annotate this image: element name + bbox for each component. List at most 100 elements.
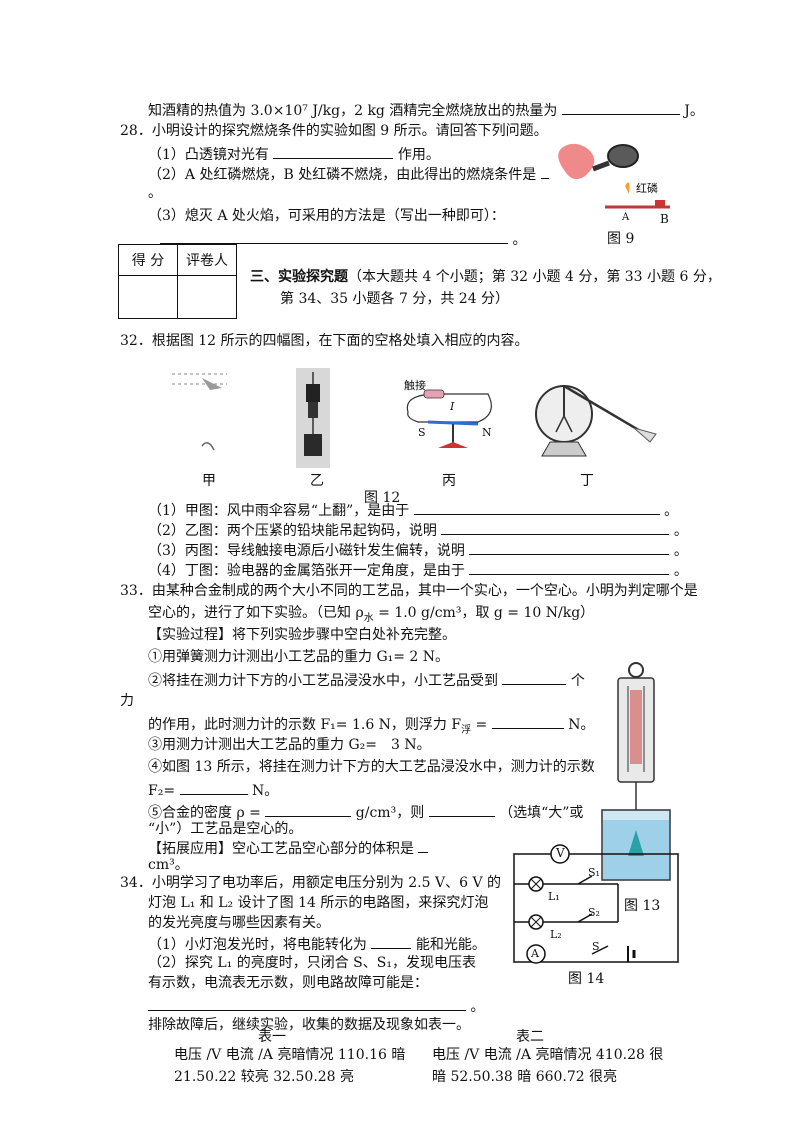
table-2-row-1: 电压 /V 电流 /A 亮暗情况 410.28 很 bbox=[432, 1047, 664, 1063]
battery-icon bbox=[423, 389, 445, 399]
figure-12-caption: 图 12 bbox=[364, 490, 401, 506]
section-3-title: 三、实验探究题 bbox=[250, 269, 348, 285]
figure-9-caption: 图 9 bbox=[607, 231, 635, 247]
hook-ring-icon bbox=[628, 662, 644, 678]
figure-14-caption: 图 14 bbox=[568, 971, 605, 987]
answer-blank[interactable] bbox=[371, 934, 412, 949]
answer-blank[interactable] bbox=[491, 714, 564, 729]
label-bing: 丙 bbox=[442, 473, 456, 489]
switch-s2-icon bbox=[577, 913, 593, 923]
q33-known-text-2: = 1.0 g/cm³，取 g = 10 N/kg） bbox=[373, 605, 595, 621]
section-3-description-2: 第 34、35 小题各 7 分，共 24 分） bbox=[280, 291, 510, 307]
compass-base bbox=[438, 442, 468, 448]
ammeter-label: A bbox=[531, 947, 539, 960]
bulb-l2-label: L₂ bbox=[550, 928, 562, 941]
q28-part2-text: （2）A 处红磷燃烧，B 处红磷不燃烧，由此得出的燃烧条件是 bbox=[148, 167, 537, 183]
section-3-description: （本大题共 4 个小题；第 32 小题 4 分，第 33 小题 6 分， bbox=[348, 269, 721, 285]
answer-blank[interactable] bbox=[441, 520, 670, 535]
q32-part2-text: （2）乙图：两个压紧的铅块能吊起钩码，说明 bbox=[148, 523, 437, 539]
equals-sign: = bbox=[471, 717, 488, 733]
voltmeter-icon bbox=[550, 844, 570, 864]
experiment-process-heading: 【实验过程】将下列实验步骤中空白处补充完整。 bbox=[148, 627, 456, 643]
step-4: ④如图 13 所示，将挂在测力计下方的大工艺品浸没水中，测力计的示数 bbox=[148, 759, 595, 775]
q32-part3-text: （3）丙图：导线触接电源后小磁针发生偏转，说明 bbox=[148, 543, 465, 559]
red-phosphorus-b bbox=[655, 200, 665, 206]
answer-blank[interactable] bbox=[273, 144, 394, 159]
density-unit: g/cm³，则 bbox=[355, 805, 425, 821]
answer-blank[interactable] bbox=[540, 164, 549, 179]
q28-part3-tail: 。 bbox=[512, 232, 527, 248]
step-2-text: ②将挂在测力计下方的小工艺品浸没水中，小工艺品受到 bbox=[148, 673, 498, 689]
extension-question: 【拓展应用】空心工艺品空心部分的体积是 bbox=[148, 838, 429, 858]
extension-text: 【拓展应用】空心工艺品空心部分的体积是 bbox=[148, 841, 414, 857]
heat-value-text: 知酒精的热值为 3.0×10⁷ J/kg，2 kg 酒精完全燃烧放出的热量为 bbox=[148, 103, 558, 119]
answer-blank[interactable] bbox=[265, 802, 352, 817]
step-1: ①用弹簧测力计测出小工艺品的重力 G₁= 2 N。 bbox=[148, 649, 450, 665]
choice-hint: （选填“大”或 bbox=[499, 805, 584, 821]
step-4-line-2: F₂= N。 bbox=[148, 780, 278, 800]
question-32: 32．根据图 12 所示的四幅图，在下面的空格处填入相应的内容。 bbox=[120, 333, 529, 349]
q32-part3-tail: 。 bbox=[673, 543, 688, 559]
score-cell[interactable] bbox=[118, 275, 178, 319]
figure-yi-lead-blocks bbox=[296, 368, 330, 468]
wire-loop bbox=[406, 393, 492, 423]
touch-label: 触接 bbox=[404, 379, 426, 392]
answer-blank[interactable] bbox=[502, 670, 567, 685]
table-2-row-2: 暗 52.50.38 暗 660.72 很亮 bbox=[432, 1069, 618, 1085]
answer-blank[interactable] bbox=[469, 540, 670, 555]
answer-blank[interactable] bbox=[428, 802, 495, 817]
answer-blank[interactable] bbox=[469, 560, 670, 575]
answer-blank[interactable] bbox=[561, 100, 680, 115]
lens-handle bbox=[592, 160, 610, 172]
water-subscript: 水 bbox=[363, 612, 374, 624]
unit-newton: N。 bbox=[568, 717, 595, 733]
red-phosphorus-label: 红磷 bbox=[636, 182, 658, 195]
density-label: ⑤合金的密度 ρ = bbox=[148, 805, 261, 821]
step-2: ②将挂在测力计下方的小工艺品浸没水中，小工艺品受到 个 bbox=[148, 670, 585, 690]
current-label: I bbox=[450, 400, 455, 413]
figure-14-circuit bbox=[513, 844, 679, 964]
table-1-title: 表一 bbox=[258, 1029, 286, 1045]
switch-s1-label: S₁ bbox=[588, 866, 600, 879]
step-3: ③用测力计测出大工艺品的重力 G₂= 3 N。 bbox=[148, 737, 431, 753]
answer-blank[interactable] bbox=[413, 500, 660, 515]
question-34-line-2: 灯泡 L₁ 和 L₂ 设计了图 14 所示的电路图，来探究灯泡 bbox=[148, 895, 489, 911]
step-2-line-2: 的作用，此时测力计的示数 F₁= 1.6 N，则浮力 F浮 = N。 bbox=[148, 714, 595, 735]
question-34: 34．小明学习了电功率后，用额定电压分别为 2.5 V、6 V 的 bbox=[120, 875, 502, 891]
answer-blank[interactable] bbox=[160, 229, 508, 244]
score-header: 得 分 bbox=[118, 244, 178, 276]
q34-part1-text: （1）小灯泡发光时，将电能转化为 bbox=[148, 937, 367, 953]
hand-icon bbox=[633, 427, 657, 443]
grader-header: 评卷人 bbox=[177, 244, 237, 276]
switch-s-icon bbox=[591, 945, 609, 955]
point-a-label: A bbox=[622, 212, 630, 223]
step-2-text-2: 的作用，此时测力计的示数 F₁= 1.6 N，则浮力 F bbox=[148, 717, 462, 733]
q28-part2: （2）A 处红磷燃烧，B 处红磷不燃烧，由此得出的燃烧条件是 bbox=[148, 164, 549, 184]
figure-13-spring-scale bbox=[601, 662, 671, 881]
q34-part2-tail: 。 bbox=[470, 999, 485, 1015]
table-1-row-2: 21.50.22 较亮 32.50.28 亮 bbox=[174, 1069, 355, 1085]
q28-part3: （3）熄灭 A 处火焰，可采用的方法是（写出一种即可）： bbox=[148, 208, 505, 224]
q34-part1-tail: 能和光能。 bbox=[415, 937, 486, 953]
answer-blank[interactable] bbox=[179, 780, 248, 795]
hand-icon bbox=[201, 442, 215, 451]
answer-blank[interactable] bbox=[418, 838, 429, 853]
answer-blank[interactable] bbox=[148, 996, 466, 1011]
q32-part4: （4）丁图：验电器的金属箔张开一定角度，是由于 。 bbox=[148, 560, 688, 580]
stand-icon bbox=[541, 441, 587, 457]
step-2-tail: 个 bbox=[570, 673, 585, 689]
south-pole-label: S bbox=[418, 426, 426, 439]
label-jia: 甲 bbox=[202, 473, 216, 489]
lead-block-bottom bbox=[308, 402, 318, 418]
q34-part2: （2）探究 L₁ 的亮度时，只闭合 S、S₁，发现电压表 bbox=[148, 955, 476, 971]
switch-s1-icon bbox=[577, 875, 593, 885]
q32-part1-text: （1）甲图：风中雨伞容易“上翻”，是由于 bbox=[148, 503, 410, 519]
q32-part4-text: （4）丁图：验电器的金属箔张开一定角度，是由于 bbox=[148, 563, 465, 579]
grader-cell[interactable] bbox=[177, 275, 237, 319]
q32-part1-tail: 。 bbox=[664, 503, 679, 519]
switch-s2-label: S₂ bbox=[588, 906, 600, 919]
unit-newton: N。 bbox=[251, 783, 279, 799]
north-pole-label: N bbox=[482, 426, 492, 439]
f2-label: F₂= bbox=[148, 783, 176, 799]
table-2-title: 表二 bbox=[516, 1029, 544, 1045]
